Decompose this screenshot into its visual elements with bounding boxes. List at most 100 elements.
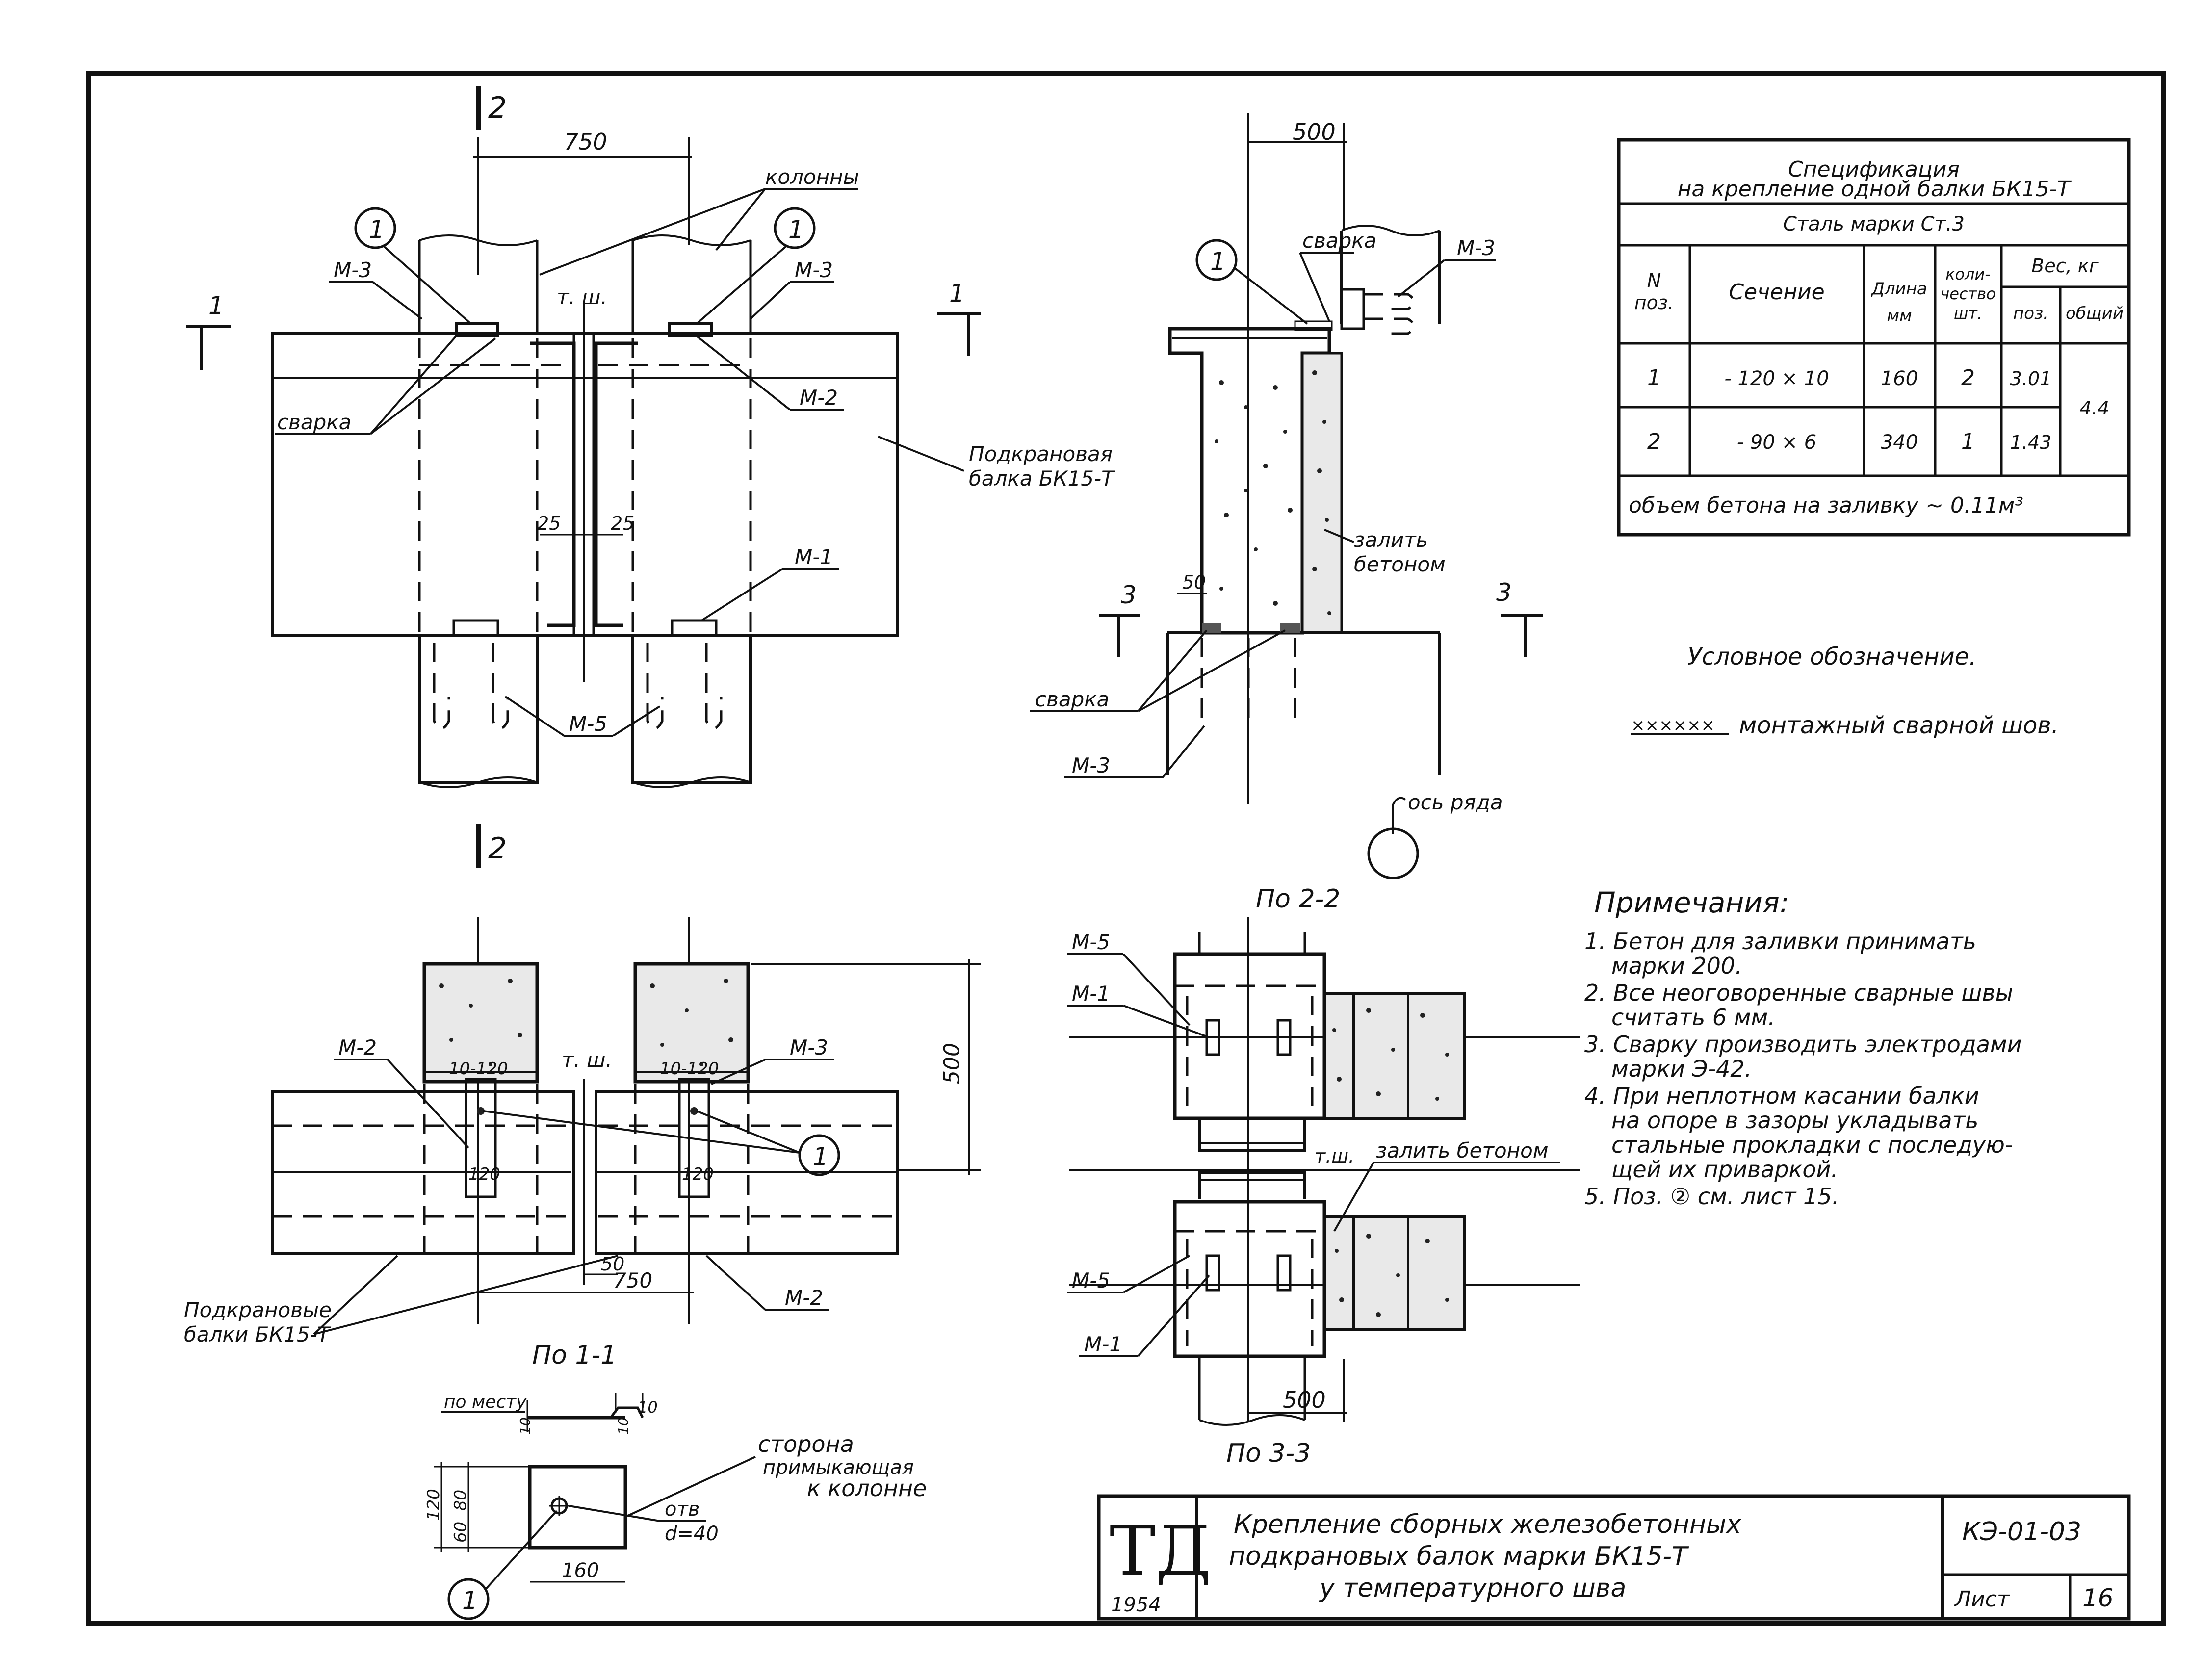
view-title-2-2: По 2-2 xyxy=(1256,884,1340,914)
notes-line-11: 5. Поз. ② см. лист 15. xyxy=(1584,1183,1839,1210)
section-3-right-label: 3 xyxy=(1496,578,1512,607)
label-m2-elev: М-2 xyxy=(800,386,838,410)
dim-120-b: 120 xyxy=(682,1164,714,1184)
label-storona-1: сторона xyxy=(758,1431,854,1457)
view-title-1-1: По 1-1 xyxy=(532,1341,617,1370)
concrete-texture-plan xyxy=(439,979,733,1066)
label-m3-plan: М-3 xyxy=(790,1035,828,1060)
label-tsh-22: т.ш. xyxy=(1315,1145,1354,1167)
dim-25-b: 25 xyxy=(611,513,634,534)
label-tsh-plan: т. ш. xyxy=(562,1048,612,1072)
view-title-3-3: По 3-3 xyxy=(1226,1439,1311,1468)
label-m3-section-top: М-3 xyxy=(1457,236,1495,260)
stamp-title-3: у температурного шва xyxy=(1319,1574,1626,1603)
label-m5-22: М-5 xyxy=(1072,930,1110,954)
spec-row-2-qty: 1 xyxy=(1961,429,1975,454)
label-svarka-elev: сварка xyxy=(277,410,351,434)
label-m1-22: М-1 xyxy=(1072,982,1110,1006)
label-svarka-section-top: сварка xyxy=(1302,229,1376,253)
label-zalit-2: бетоном xyxy=(1354,552,1446,576)
section-2-top-label: 2 xyxy=(488,91,507,125)
elevation-view: 2 2 750 xyxy=(186,86,1115,868)
notes-line-8: на опоре в зазоры укладывать xyxy=(1611,1107,1978,1134)
spec-header-no-2: поз. xyxy=(1634,292,1674,313)
label-m2-plan-top: М-2 xyxy=(338,1035,377,1060)
label-zalit-1: залить xyxy=(1354,528,1428,552)
notes-line-1: 1. Бетон для заливки принимать xyxy=(1584,928,1976,955)
spec-header-length-2: мм xyxy=(1887,306,1912,326)
stamp-title-1: Крепление сборных железобетонных xyxy=(1234,1510,1742,1539)
label-beams-plan-1: Подкрановые xyxy=(184,1298,332,1322)
spec-header-no-1: N xyxy=(1647,270,1661,291)
spec-steel: Сталь марки Ст.3 xyxy=(1783,213,1965,235)
stamp-code: КЭ-01-03 xyxy=(1962,1517,2081,1547)
label-m3-elev-left: М-3 xyxy=(334,258,372,282)
spec-header-weight: Вес, кг xyxy=(2031,255,2099,277)
sheet-frame xyxy=(86,71,2166,1626)
position-1-marker-e: 1 xyxy=(462,1586,478,1615)
spec-row-1-no: 1 xyxy=(1647,365,1661,390)
label-svarka-section-bottom: сварка xyxy=(1035,687,1109,711)
label-m1-33: М-1 xyxy=(1084,1332,1122,1356)
label-storona-2: примыкающая xyxy=(763,1456,914,1479)
concrete-texture-views xyxy=(1332,1008,1449,1317)
stamp-sheet-label: Лист xyxy=(1954,1587,2010,1612)
spec-row-1-weight: 3.01 xyxy=(2010,368,2052,389)
label-beam-elev-1: Подкрановая xyxy=(969,442,1113,466)
position-1-marker-c: 1 xyxy=(1210,247,1226,276)
title-block: ТД 1954 Крепление сборных железобетонных… xyxy=(1097,1494,2131,1621)
plan-view-1-1: т. ш. 10-120 10-120 120 120 xyxy=(184,917,981,1370)
section-2-bottom-label: 2 xyxy=(488,831,507,866)
spec-header-qty-1: коли- xyxy=(1945,265,1991,284)
view-2-2-and-3-3: По 2-2 xyxy=(1067,884,1580,1468)
spec-header-section: Сечение xyxy=(1729,280,1824,305)
dim-10-120-a: 10-120 xyxy=(449,1059,508,1079)
label-tsh-elev: т. ш. xyxy=(557,285,607,309)
det-dim-80: 80 xyxy=(451,1490,470,1511)
spec-row-2-no: 2 xyxy=(1647,429,1661,454)
label-m3-section-bottom: М-3 xyxy=(1072,753,1110,777)
det-dim-120: 120 xyxy=(424,1489,443,1521)
legend-weld-symbol: ×××××× xyxy=(1631,716,1715,735)
spec-row-1-section: - 120 × 10 xyxy=(1724,367,1829,390)
label-kolonny: колонны xyxy=(765,165,859,189)
notes-line-6: марки Э-42. xyxy=(1611,1056,1752,1082)
legend-title: Условное обозначение. xyxy=(1687,643,1976,671)
spec-row-1-length: 160 xyxy=(1881,367,1918,390)
spec-row-1-qty: 2 xyxy=(1961,365,1975,390)
spec-header-qty-3: шт. xyxy=(1954,304,1982,323)
spec-header-length-1: Длина xyxy=(1870,279,1927,299)
spec-row-2-length: 340 xyxy=(1881,431,1918,454)
dim-750-plan: 750 xyxy=(613,1268,652,1292)
det-dim-10-a: 10 xyxy=(638,1398,658,1417)
label-otv-2: d=40 xyxy=(665,1523,719,1545)
dim-25-a: 25 xyxy=(537,513,561,534)
notes-line-7: 4. При неплотном касании балки xyxy=(1584,1083,1979,1109)
section-1-left-label: 1 xyxy=(208,291,224,320)
label-beams-plan-2: балки БК15-Т xyxy=(184,1322,332,1346)
label-zalit-22: залить бетоном xyxy=(1376,1138,1549,1163)
label-m1-elev: М-1 xyxy=(795,545,833,569)
stamp-title-2: подкрановых балок марки БК15-Т xyxy=(1229,1542,1689,1571)
stamp-year: 1954 xyxy=(1111,1594,1161,1616)
notes-line-5: 3. Сварку производить электродами xyxy=(1584,1031,2021,1058)
spec-header-weight-pos: поз. xyxy=(2013,304,2048,323)
label-m2-plan-bottom: М-2 xyxy=(785,1286,823,1310)
dim-10-120-b: 10-120 xyxy=(660,1059,719,1079)
notes-line-4: считать 6 мм. xyxy=(1611,1004,1775,1031)
section-view: 500 xyxy=(1030,113,1543,879)
dim-500-bottom: 500 xyxy=(1283,1387,1326,1413)
label-m5-33: М-5 xyxy=(1072,1268,1110,1292)
label-beam-elev-2: балка БК15-Т xyxy=(969,466,1115,491)
spec-concrete-volume: объем бетона на заливку ~ 0.11м³ xyxy=(1629,493,2023,518)
notes-line-9: стальные прокладки с последую- xyxy=(1611,1132,2013,1158)
notes-line-10: щей их приваркой. xyxy=(1611,1156,1838,1183)
det-dim-10-c: 10 xyxy=(615,1417,631,1435)
concrete-texture-section xyxy=(1215,370,1331,615)
det-dim-10-b: 10 xyxy=(517,1417,533,1435)
label-m5-elev: М-5 xyxy=(569,712,607,736)
section-3-left-label: 3 xyxy=(1121,581,1137,609)
notes: Примечания: 1. Бетон для заливки принима… xyxy=(1584,886,2021,1210)
spec-header-weight-total: общий xyxy=(2066,304,2124,323)
